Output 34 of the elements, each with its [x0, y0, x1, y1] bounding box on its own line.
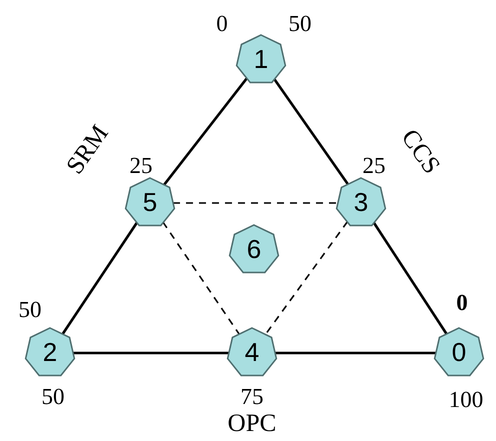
solid-line: [163, 77, 248, 186]
scale-value: 0: [216, 11, 228, 37]
node-number: 4: [244, 336, 260, 369]
heptagon-node: [124, 176, 176, 228]
heptagon-node: [228, 223, 280, 275]
solid-line: [62, 221, 138, 335]
heptagon-node: [235, 33, 287, 85]
node-number: 2: [42, 336, 58, 369]
node-number: 5: [142, 186, 158, 219]
axis-label: OPC: [228, 410, 276, 438]
scale-value: 50: [42, 384, 64, 410]
solid-line: [73, 352, 229, 354]
scale-value: 50: [288, 11, 312, 37]
node-number: 1: [252, 43, 270, 76]
node-number: 0: [450, 336, 468, 369]
solid-line: [275, 352, 436, 354]
heptagon-node: [433, 326, 485, 378]
dashed-line: [173, 202, 338, 204]
scale-value: 100: [448, 387, 484, 413]
scale-value: 50: [18, 297, 42, 323]
scale-value: 0: [456, 290, 468, 316]
axis-label: CCS: [394, 124, 446, 180]
heptagon-node: [24, 326, 76, 378]
scale-value: 75: [240, 384, 264, 410]
dashed-line: [264, 221, 348, 335]
heptagon-node: [335, 176, 387, 228]
node-number: 6: [246, 233, 262, 266]
node-number: 3: [352, 186, 370, 219]
solid-line: [372, 222, 448, 334]
dashed-line: [162, 222, 240, 334]
scale-value: 25: [130, 153, 152, 179]
solid-line: [273, 78, 349, 185]
heptagon-node: [226, 326, 278, 378]
scale-value: 25: [362, 153, 386, 179]
